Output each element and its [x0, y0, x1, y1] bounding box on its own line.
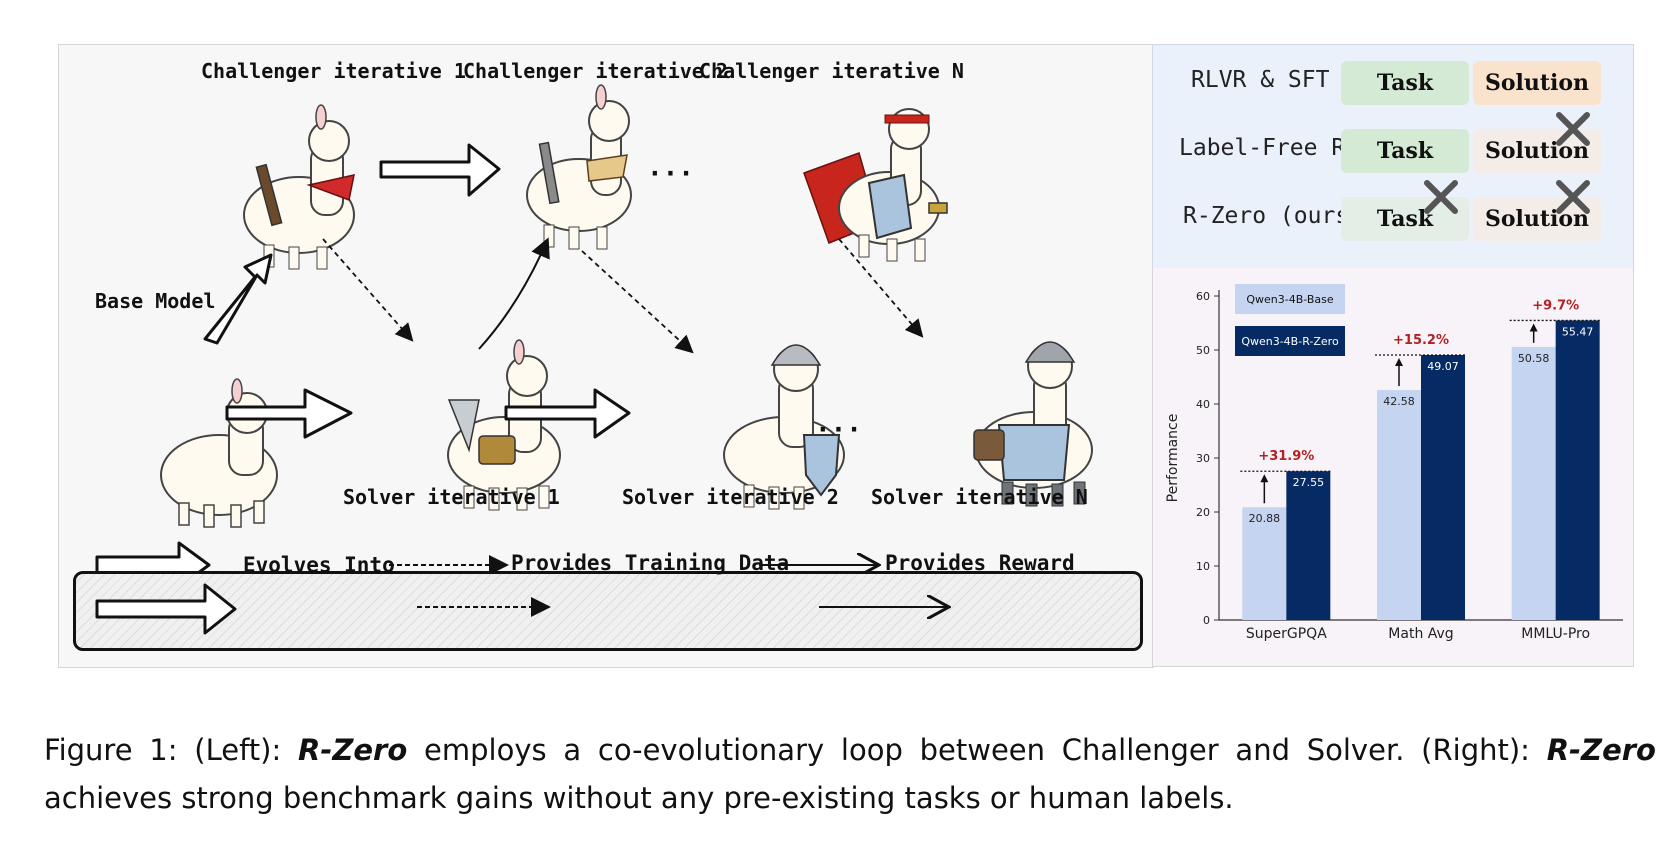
- method-comparison: RLVR & SFT Task Solution Label-Free RL T…: [1152, 44, 1634, 270]
- base-model-label: Base Model: [95, 289, 216, 313]
- gain-arrow-head: [1529, 323, 1538, 332]
- legend-box: [73, 571, 1143, 651]
- solver-label-1: Solver iterative 1: [343, 485, 560, 509]
- caption-em-2: R-Zero: [1546, 733, 1656, 767]
- co-evolution-diagram: Challenger iterative 1 Challenger iterat…: [58, 44, 1154, 668]
- y-tick-label: 60: [1196, 290, 1210, 303]
- bar-rzero: [1555, 320, 1600, 620]
- gain-label: +31.9%: [1258, 449, 1314, 464]
- challenger-label-n: Challenger iterative N: [699, 59, 964, 83]
- cross-icon: [1556, 112, 1590, 146]
- gain-arrow-head: [1260, 474, 1269, 483]
- ellipsis-bottom: ···: [815, 415, 862, 445]
- y-tick-label: 0: [1203, 614, 1210, 627]
- caption-em-1: R-Zero: [297, 733, 408, 767]
- value-label-rzero: 49.07: [1427, 360, 1459, 373]
- cross-marks: [1424, 112, 1590, 214]
- y-tick-label: 30: [1196, 452, 1210, 465]
- solution-pill-rlvr: Solution: [1473, 61, 1601, 105]
- solver-label-n: Solver iterative N: [871, 485, 1088, 509]
- challenger-label-1: Challenger iterative 1: [201, 59, 466, 83]
- reward-arrow: [478, 237, 550, 350]
- gain-label: +15.2%: [1393, 333, 1449, 348]
- row-label-rlvr: RLVR & SFT: [1191, 67, 1330, 93]
- gain-arrow-head: [1395, 358, 1403, 367]
- llama-solver-1-icon: [447, 339, 561, 511]
- x-tick-label: Math Avg: [1388, 626, 1453, 642]
- gain-label: +9.7%: [1532, 298, 1579, 313]
- x-tick-label: MMLU-Pro: [1521, 626, 1590, 642]
- bar-base: [1377, 390, 1421, 620]
- caption-mid: employs a co-evolutionary loop between C…: [407, 733, 1547, 767]
- training-data-arrow: [322, 238, 924, 354]
- y-tick-label: 20: [1196, 506, 1210, 519]
- legend-label-rzero: Qwen3-4B-R-Zero: [1241, 335, 1339, 348]
- bar-base: [1242, 507, 1287, 620]
- value-label-base: 50.58: [1518, 352, 1550, 365]
- solution-pill-rzero: Solution: [1473, 197, 1601, 241]
- diagram-art: [95, 84, 1093, 589]
- ellipsis-top: ···: [647, 159, 694, 189]
- x-tick-label: SuperGPQA: [1246, 626, 1327, 642]
- llama-challenger-2-icon: [526, 84, 632, 250]
- task-pill-labelfree: Task: [1341, 129, 1469, 173]
- value-label-base: 20.88: [1249, 512, 1281, 525]
- row-label-rzero: R-Zero (ours): [1183, 203, 1364, 229]
- y-tick-label: 10: [1196, 560, 1210, 573]
- caption-suffix: achieves strong benchmark gains without …: [44, 781, 1234, 815]
- task-pill-rlvr: Task: [1341, 61, 1469, 105]
- y-axis-label: Performance: [1165, 414, 1181, 503]
- row-label-labelfree: Label-Free RL: [1179, 135, 1360, 161]
- value-label-rzero: 27.55: [1293, 476, 1325, 489]
- llama-base-icon: [160, 378, 278, 528]
- llama-challenger-n-icon: [803, 108, 948, 262]
- legend-evolves-label: Evolves Into: [243, 553, 395, 577]
- cross-icon: [1424, 180, 1458, 214]
- solver-label-2: Solver iterative 2: [622, 485, 839, 509]
- bar-rzero: [1421, 355, 1465, 620]
- figure-caption: Figure 1: (Left): R-Zero employs a co-ev…: [44, 726, 1656, 822]
- figure: Challenger iterative 1 Challenger iterat…: [58, 44, 1634, 668]
- caption-prefix: Figure 1: (Left):: [44, 733, 298, 767]
- legend-swatch-base: [1235, 284, 1345, 314]
- llama-challenger-1-icon: [243, 104, 355, 270]
- llama-solver-2-icon: [723, 344, 845, 510]
- legend-training-label: Provides Training Data: [511, 551, 790, 575]
- bar-base: [1511, 346, 1556, 620]
- legend-label-base: Qwen3-4B-Base: [1246, 293, 1334, 306]
- y-tick-label: 40: [1196, 398, 1210, 411]
- cross-icon: [1556, 180, 1590, 214]
- llama-solver-n-icon: [973, 341, 1093, 507]
- evolve-arrow: [203, 143, 631, 439]
- bar-rzero: [1286, 471, 1331, 620]
- value-label-rzero: 55.47: [1562, 325, 1594, 338]
- legend-reward-label: Provides Reward: [885, 551, 1075, 575]
- challenger-label-2: Challenger iterative 2: [463, 59, 728, 83]
- legend-swatch-rzero: [1235, 326, 1345, 356]
- y-tick-label: 50: [1196, 344, 1210, 357]
- value-label-base: 42.58: [1383, 395, 1415, 408]
